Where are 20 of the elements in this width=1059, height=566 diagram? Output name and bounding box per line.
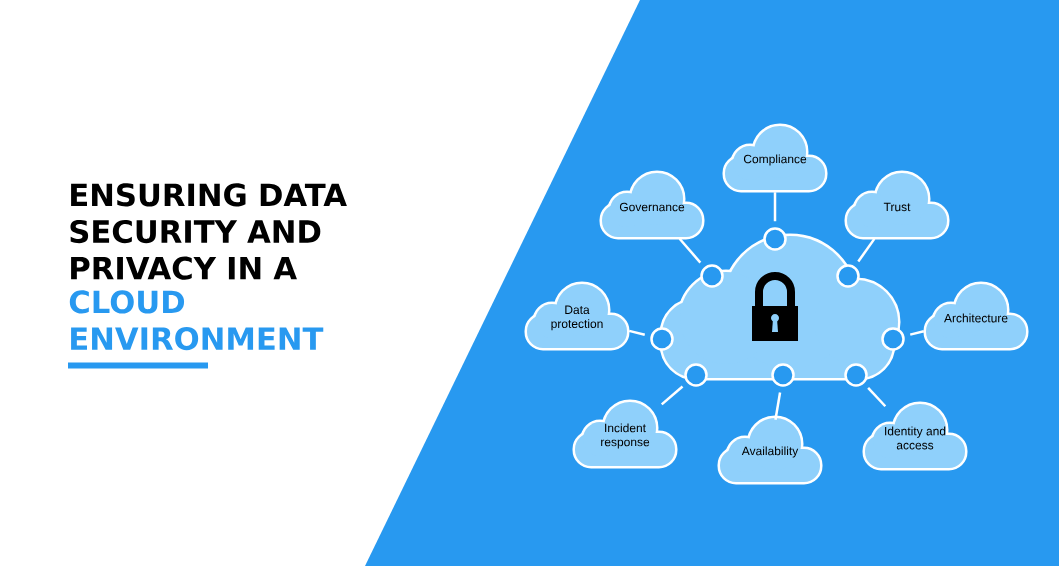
- connector-line: [909, 329, 925, 336]
- connector-line: [628, 329, 646, 336]
- connector-line: [774, 392, 782, 420]
- connector-line: [867, 387, 887, 408]
- connector-circle: [684, 363, 708, 387]
- title-highlight: CLOUD ENVIRONMENT: [69, 290, 324, 351]
- connector-circle: [650, 327, 674, 351]
- connector-circle: [763, 227, 787, 251]
- connector-circle: [844, 363, 868, 387]
- connector-circle: [881, 327, 905, 351]
- connector-line: [678, 237, 702, 264]
- connector-line: [660, 385, 684, 406]
- connector-line: [773, 192, 777, 222]
- connector-line: [857, 238, 876, 263]
- node-label: Data: [565, 305, 590, 314]
- title: ENSURING DATA SECURITY AND PRIVACY IN A: [70, 183, 347, 280]
- connector-circle: [836, 264, 860, 288]
- connector-circle: [700, 264, 724, 288]
- connector-circle: [771, 363, 795, 387]
- node-label: Incident: [605, 423, 646, 433]
